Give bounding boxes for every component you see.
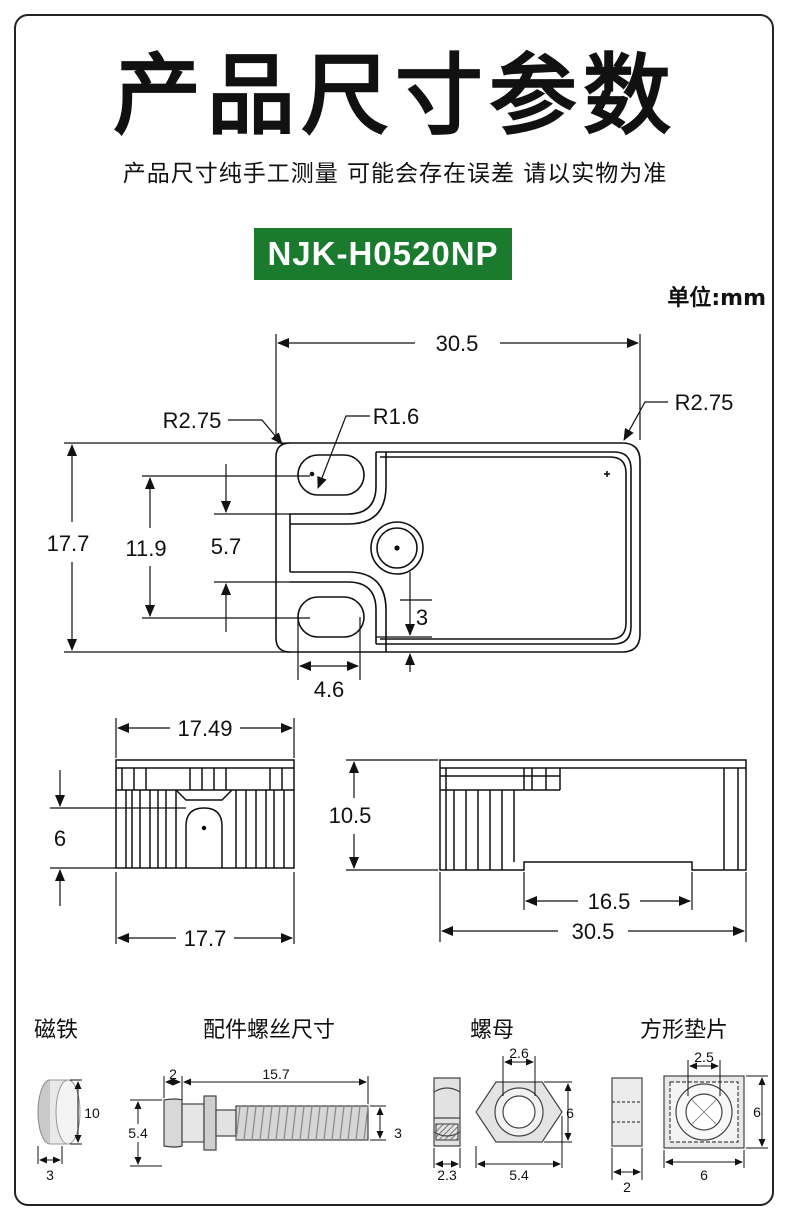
nut-side-drawing [433, 1077, 461, 1147]
front-view [115, 759, 295, 869]
dim-hole-pitch: 11.9 [125, 536, 166, 561]
magnet-dimensions [37, 1079, 82, 1164]
screw-drawing [163, 1095, 369, 1151]
washer-front-drawing [663, 1075, 745, 1149]
magnet-label: 磁铁 [34, 1018, 79, 1043]
magnet-drawing [37, 1079, 81, 1145]
dim-radius-right: R2.75 [675, 390, 734, 415]
dim-slot-width: 4.6 [314, 677, 345, 702]
dim-nut-thick: 2.3 [437, 1167, 457, 1183]
page-title: 产品尺寸参数 [112, 44, 677, 147]
nut-label: 螺母 [470, 1018, 515, 1043]
dim-front-bottom: 17.7 [184, 926, 227, 951]
dim-edge-offset: 3 [416, 605, 428, 630]
dim-nut-flat: 5.4 [509, 1167, 529, 1183]
washer-side-drawing [611, 1077, 643, 1147]
dim-screw-head-dia: 5.4 [128, 1125, 148, 1141]
dim-washer-side-b: 6 [753, 1104, 761, 1120]
washer-label: 方形垫片 [640, 1018, 729, 1043]
top-view-dimensions [64, 334, 668, 680]
dim-washer-inner: 2.5 [694, 1049, 714, 1065]
front-view-dimensions [50, 718, 295, 944]
washer-dimensions [611, 1060, 768, 1180]
dim-radius-left: R2.75 [163, 408, 222, 433]
dim-nut-across: 6 [566, 1105, 574, 1121]
screw-dimensions [130, 1076, 386, 1167]
screw-label: 配件螺丝尺寸 [203, 1018, 336, 1043]
page-frame [14, 14, 774, 1206]
side-view [439, 759, 747, 871]
top-view [275, 442, 641, 653]
side-view-dimensions [346, 759, 747, 942]
dim-washer-thick: 2 [623, 1179, 631, 1195]
dim-front-top: 17.49 [177, 716, 232, 741]
dim-nut-inner: 2.6 [509, 1045, 529, 1061]
nut-front-drawing [475, 1081, 563, 1143]
model-badge: NJK-H0520NP [254, 228, 512, 280]
nut-dimensions [433, 1056, 572, 1168]
dim-washer-side: 6 [700, 1167, 708, 1183]
dim-top-width: 30.5 [436, 331, 479, 356]
dim-radius-slot: R1.6 [373, 404, 419, 429]
page-subtitle: 产品尺寸纯手工测量 可能会存在误差 请以实物为准 [122, 161, 668, 187]
dim-front-slot: 6 [54, 826, 66, 851]
dim-screw-length: 15.7 [262, 1066, 289, 1082]
unit-label: 单位:mm [667, 286, 766, 311]
dim-magnet-thick: 3 [46, 1167, 54, 1183]
dim-slot-gap: 5.7 [211, 534, 242, 559]
dim-top-height: 17.7 [47, 531, 90, 556]
dim-magnet-dia: 10 [84, 1105, 100, 1121]
dim-side-length: 30.5 [572, 919, 615, 944]
dim-screw-head: 2 [169, 1066, 177, 1082]
dim-screw-thread: 3 [394, 1125, 402, 1141]
dim-side-height: 10.5 [329, 803, 372, 828]
dim-side-recess: 16.5 [588, 889, 631, 914]
